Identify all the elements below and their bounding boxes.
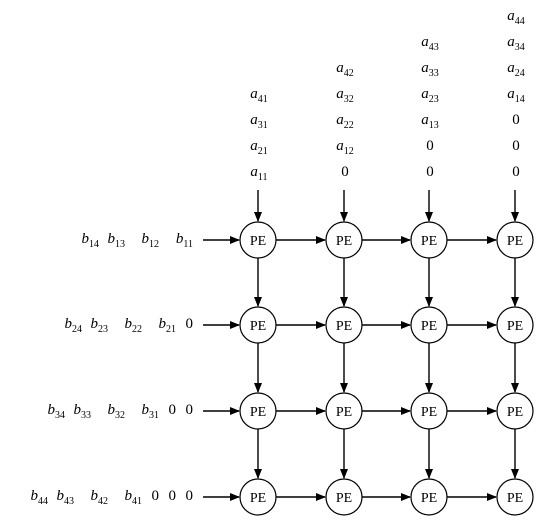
- pe-circle: [239, 221, 277, 259]
- pe-circle: [410, 478, 448, 516]
- processing-element-node: PE: [239, 221, 277, 259]
- processing-element-node: PE: [410, 306, 448, 344]
- processing-element-node: PE: [496, 478, 534, 516]
- row-input-value: b41: [125, 488, 143, 507]
- processing-element-node: PE: [410, 221, 448, 259]
- column-input-value: a34: [507, 34, 525, 53]
- column-input-value: a21: [250, 138, 268, 157]
- arrows-layer: [203, 190, 519, 501]
- processing-element-node: PE: [239, 478, 277, 516]
- pe-label: PE: [336, 319, 352, 334]
- pe-circle: [496, 478, 534, 516]
- pe-label: PE: [421, 319, 437, 334]
- row-input-value: b24: [65, 316, 83, 335]
- row-input-value: 0: [186, 488, 194, 504]
- row-input-value: 0: [169, 488, 177, 504]
- column-input-value: a24: [507, 60, 525, 79]
- row-input-value: 0: [169, 402, 177, 418]
- column-input-value: 0: [426, 138, 434, 154]
- processing-element-node: PE: [325, 392, 363, 430]
- processing-element-node: PE: [496, 306, 534, 344]
- pe-label: PE: [507, 319, 523, 334]
- pe-circle: [239, 306, 277, 344]
- pe-circle: [325, 306, 363, 344]
- processing-element-node: PE: [239, 392, 277, 430]
- row-input-value: b43: [57, 488, 75, 507]
- pe-label: PE: [336, 234, 352, 249]
- processing-element-node: PE: [239, 306, 277, 344]
- column-input-value: 0: [512, 164, 520, 180]
- processing-element-node: PE: [496, 221, 534, 259]
- column-input-value: a31: [250, 112, 268, 131]
- row-input-value: b12: [142, 231, 160, 250]
- pe-label: PE: [336, 491, 352, 506]
- column-input-value: a13: [421, 112, 439, 131]
- row-input-value: b13: [108, 231, 126, 250]
- column-input-value: a42: [336, 60, 354, 79]
- pe-grid: PE PE PE PE PE PE PE PE PE PE PE PE PE PE PE PE: [239, 221, 534, 516]
- pe-circle: [496, 221, 534, 259]
- pe-label: PE: [507, 234, 523, 249]
- pe-circle: [325, 478, 363, 516]
- row-input-value: b23: [91, 316, 109, 335]
- pe-label: PE: [421, 405, 437, 420]
- pe-circle: [325, 392, 363, 430]
- column-input-value: a32: [336, 86, 354, 105]
- pe-label: PE: [507, 405, 523, 420]
- row-input-value: 0: [152, 488, 160, 504]
- pe-circle: [496, 392, 534, 430]
- row-input-value: b34: [48, 402, 66, 421]
- pe-label: PE: [336, 405, 352, 420]
- column-input-value: 0: [512, 112, 520, 128]
- row-input-value: b22: [125, 316, 143, 335]
- column-input-value: a33: [421, 60, 439, 79]
- column-input-value: a23: [421, 86, 439, 105]
- pe-label: PE: [421, 491, 437, 506]
- pe-label: PE: [507, 491, 523, 506]
- pe-circle: [410, 392, 448, 430]
- column-input-value: a22: [336, 112, 354, 131]
- processing-element-node: PE: [325, 306, 363, 344]
- row-input-value: 0: [186, 402, 194, 418]
- pe-circle: [410, 306, 448, 344]
- processing-element-node: PE: [410, 478, 448, 516]
- pe-circle: [410, 221, 448, 259]
- row-input-value: b21: [159, 316, 177, 335]
- column-input-value: a41: [250, 86, 268, 105]
- column-input-value: 0: [341, 164, 349, 180]
- row-inputs: b11b12b13b140b21b22b23b2400b31b32b33b340…: [31, 231, 194, 507]
- row-input-value: b11: [176, 231, 193, 250]
- processing-element-node: PE: [410, 392, 448, 430]
- processing-element-node: PE: [325, 221, 363, 259]
- pe-label: PE: [421, 234, 437, 249]
- column-input-value: 0: [512, 138, 520, 154]
- row-input-value: b32: [108, 402, 126, 421]
- pe-label: PE: [250, 405, 266, 420]
- pe-label: PE: [250, 234, 266, 249]
- column-input-value: a43: [421, 34, 439, 53]
- processing-element-node: PE: [325, 478, 363, 516]
- row-input-value: 0: [186, 316, 194, 332]
- row-input-value: b44: [31, 488, 49, 507]
- pe-circle: [239, 478, 277, 516]
- processing-element-node: PE: [496, 392, 534, 430]
- row-input-value: b31: [142, 402, 160, 421]
- pe-circle: [239, 392, 277, 430]
- pe-label: PE: [250, 491, 266, 506]
- column-input-value: 0: [426, 164, 434, 180]
- row-input-value: b42: [91, 488, 109, 507]
- pe-circle: [325, 221, 363, 259]
- column-input-value: a12: [336, 138, 354, 157]
- row-input-value: b33: [74, 402, 92, 421]
- column-input-value: a14: [507, 86, 525, 105]
- column-input-value: a11: [250, 164, 267, 183]
- pe-circle: [496, 306, 534, 344]
- column-inputs: a41 a31 a21 a11 a42 a32 a22 a12 0 a43 a33 a23 a13 0 0 a…: [250, 8, 525, 183]
- column-input-value: a44: [507, 8, 525, 27]
- row-input-value: b14: [82, 231, 100, 250]
- pe-label: PE: [250, 319, 266, 334]
